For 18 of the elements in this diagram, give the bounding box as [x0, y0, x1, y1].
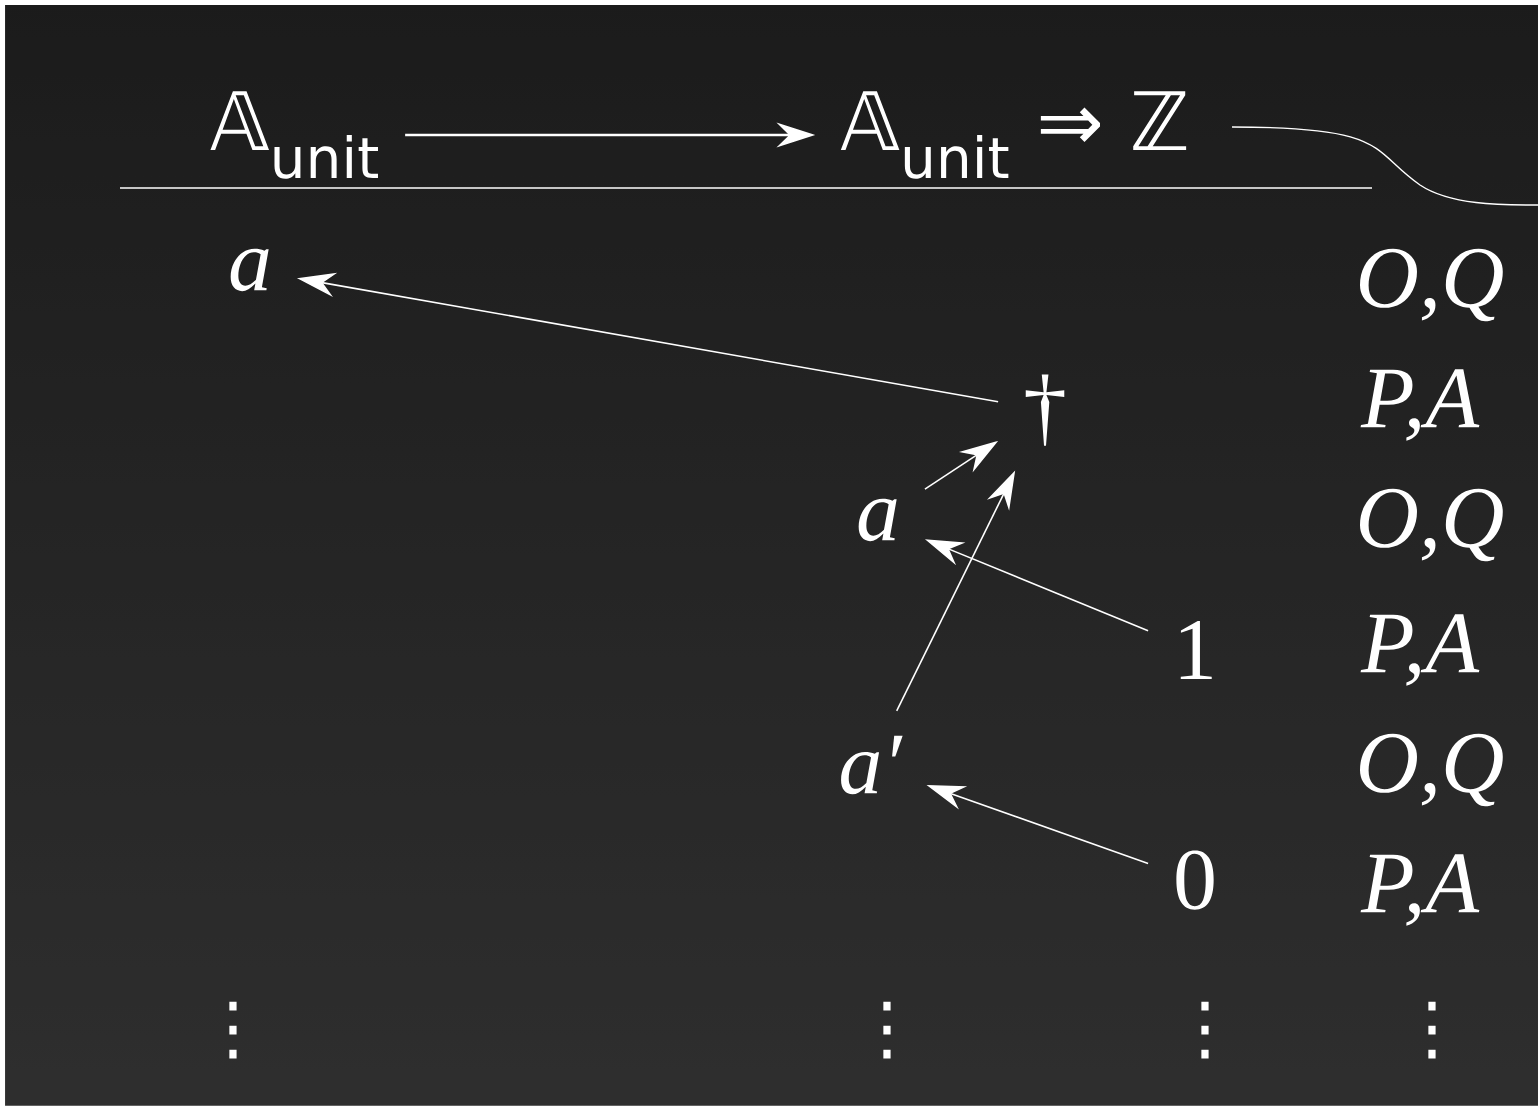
formula-header: 𝔸$_{unit}$ ⇒ ℤ — [840, 91, 1187, 179]
move-label: 1 — [1180, 621, 1212, 679]
vertical-ellipsis: ⋮ — [1201, 1001, 1209, 1059]
move-label: † — [1025, 374, 1065, 446]
player-label: O,Q — [1360, 248, 1503, 322]
player-label: P,A — [1360, 614, 1480, 686]
move-label: a — [230, 248, 269, 292]
move-label: a — [858, 498, 897, 542]
move-label: 0 — [1176, 850, 1214, 910]
vertical-ellipsis: ⋮ — [229, 1001, 237, 1059]
vertical-ellipsis: ⋮ — [1428, 1001, 1436, 1059]
move-label: a′ — [841, 735, 903, 795]
player-label: O,Q — [1360, 488, 1503, 562]
vertical-ellipsis: ⋮ — [883, 1001, 891, 1059]
player-label: P,A — [1360, 369, 1480, 441]
player-label: P,A — [1360, 854, 1480, 926]
player-label: O,Q — [1360, 733, 1503, 807]
formula-header: 𝔸$_{unit}$ — [210, 91, 378, 179]
